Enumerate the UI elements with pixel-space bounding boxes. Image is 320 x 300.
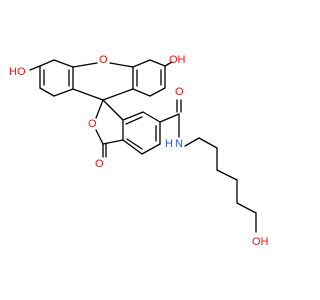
bond — [198, 137, 218, 149]
xanthene-o-label: O — [99, 54, 108, 66]
terminal-oh-label: OH — [252, 236, 269, 248]
amide-h-label: H — [165, 138, 173, 150]
bond — [159, 113, 180, 123]
ho-left-label: HO — [9, 66, 26, 78]
bond — [184, 137, 200, 147]
oh-right-label: OH — [169, 54, 186, 66]
bond — [149, 87, 166, 97]
lactone-o-label: O — [88, 118, 97, 130]
bond — [216, 169, 238, 181]
bond — [132, 88, 151, 97]
bond — [132, 59, 151, 68]
atom-labels: HO O OH O O O N H OH — [9, 54, 269, 248]
amide-n-label: N — [175, 138, 183, 150]
carbonyl-o-label: O — [95, 158, 104, 170]
bond — [53, 88, 74, 97]
bond — [141, 143, 161, 155]
bond — [125, 116, 143, 125]
amide-o-label: O — [175, 86, 184, 98]
bond — [102, 99, 124, 121]
bond — [164, 61, 173, 67]
bond — [236, 202, 257, 214]
bond — [149, 59, 166, 67]
bond — [72, 88, 104, 101]
chemical-structure: HO O OH O O O N H OH — [9, 54, 269, 248]
bond — [53, 59, 74, 68]
bond — [109, 62, 134, 68]
bond — [126, 138, 143, 150]
bond — [95, 129, 104, 145]
bond — [29, 65, 41, 71]
bond — [95, 99, 104, 119]
bonds — [29, 59, 257, 233]
bond — [102, 88, 134, 101]
bond — [72, 62, 98, 68]
bond — [142, 111, 161, 123]
bond — [39, 87, 55, 97]
bond — [39, 59, 55, 67]
bond — [122, 111, 144, 121]
bond — [102, 139, 124, 145]
bond — [122, 139, 143, 155]
